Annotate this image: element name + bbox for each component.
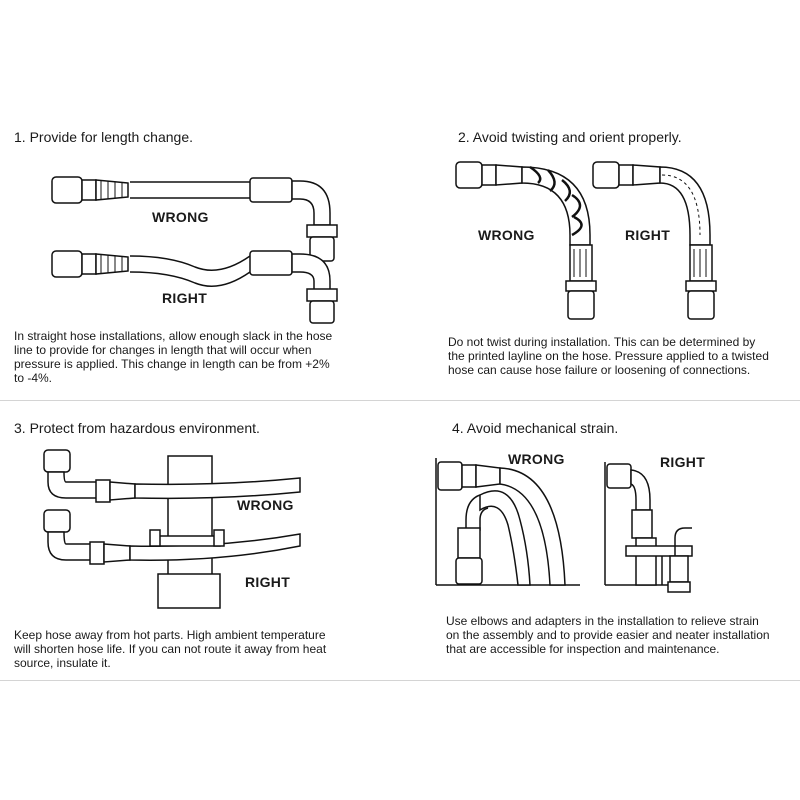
wrong-label: WRONG xyxy=(508,451,565,467)
right-label: RIGHT xyxy=(625,227,671,243)
panel-description: Use elbows and adapters in the installat… xyxy=(446,614,770,656)
right-label: RIGHT xyxy=(660,454,706,470)
panel-title: 3. Protect from hazardous environment. xyxy=(14,420,260,436)
panel-mechanical-strain: 4. Avoid mechanical strain. xyxy=(400,410,800,685)
section-divider-bottom xyxy=(0,680,800,681)
wrong-label: WRONG xyxy=(478,227,535,243)
straight-hose-wrong xyxy=(51,176,338,262)
right-label: RIGHT xyxy=(245,574,291,590)
hose-length-illustration xyxy=(51,176,338,324)
clamp xyxy=(155,535,221,547)
elbow-hose-right xyxy=(606,463,693,593)
hot-parts-illustration xyxy=(43,449,301,609)
strain-illustration xyxy=(435,458,693,593)
oriented-hose-right xyxy=(592,161,717,320)
panel-title: 4. Avoid mechanical strain. xyxy=(452,420,619,436)
panel-length-change: 1. Provide for length change. xyxy=(0,125,400,400)
section-divider-middle xyxy=(0,400,800,401)
panel-description: Do not twist during installation. This c… xyxy=(448,335,769,377)
strained-hose-wrong xyxy=(437,461,566,586)
panel-avoid-twisting: 2. Avoid twisting and orient properly. xyxy=(400,125,800,400)
hose-twist-illustration xyxy=(455,161,717,320)
hose-right xyxy=(43,509,301,565)
twisted-hose-wrong xyxy=(455,161,597,320)
hose-wrong xyxy=(43,449,301,503)
wrong-label: WRONG xyxy=(237,497,294,513)
panel-description: In straight hose installations, allow en… xyxy=(14,329,333,385)
panel-title: 1. Provide for length change. xyxy=(14,129,194,145)
wrong-label: WRONG xyxy=(152,209,209,225)
slack-hose-right xyxy=(51,250,338,324)
panel-description: Keep hose away from hot parts. High ambi… xyxy=(14,628,327,670)
right-label: RIGHT xyxy=(162,290,208,306)
panel-hazardous-environment: 3. Protect from hazardous environment. xyxy=(0,410,400,685)
panel-title: 2. Avoid twisting and orient properly. xyxy=(458,129,682,145)
